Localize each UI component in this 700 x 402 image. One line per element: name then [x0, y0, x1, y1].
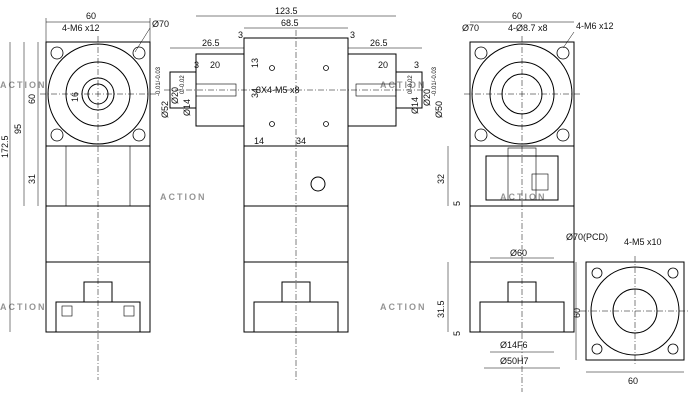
side-left-d20: Ø20 [170, 87, 180, 104]
side-height-34: 34 [250, 88, 260, 98]
side-left-d14-tol: 0/-0.02 [180, 75, 186, 94]
right-shaft: Ø14F6 [500, 340, 528, 350]
watermark-text: ACTION [160, 192, 207, 202]
right-pcd-tap: 4-M5 x10 [624, 237, 662, 247]
motor-flange-height: 60 [572, 308, 582, 318]
side-tap-hole [269, 121, 275, 127]
leader-line [562, 31, 575, 49]
side-right-3b: 3 [414, 60, 419, 70]
right-coupling [507, 281, 537, 303]
side-left-20: 20 [210, 60, 220, 70]
front-height-60: 60 [27, 94, 37, 104]
front-shaft-16: 16 [70, 92, 80, 102]
side-tap-hole [323, 65, 329, 71]
front-base-hole [123, 305, 135, 317]
side-span-68: 68.5 [281, 18, 299, 28]
right-circle-dia: Ø70 [462, 23, 479, 33]
front-bolt-hole [132, 128, 146, 142]
side-tap-hole [269, 65, 275, 71]
right-spigot: Ø50H7 [500, 356, 529, 366]
side-left-26: 26.5 [202, 38, 220, 48]
side-tap-spec: 3X4-M5 x8 [256, 85, 300, 95]
watermark-text: ACTION [0, 302, 47, 312]
watermark: ACTION ACTION ACTION ACTION ACTION ACTIO… [0, 80, 547, 312]
side-view: 123.5 68.5 3 3 26.5 26.5 3 20 20 3 13 34… [156, 6, 444, 380]
front-bolt-hole [50, 46, 64, 60]
right-pilot: Ø60 [510, 248, 527, 258]
side-left-d52-tol: -0.01/-0.03 [156, 66, 162, 96]
right-height-5b: 5 [452, 331, 462, 336]
front-bolt-hole [50, 128, 64, 142]
front-height-172: 172.5 [0, 135, 10, 158]
right-bolt-hole [556, 46, 570, 60]
side-right-d50: Ø50 [434, 101, 444, 118]
side-tap-hole [323, 121, 329, 127]
right-height-32: 32 [436, 174, 446, 184]
side-right-3: 3 [350, 30, 355, 40]
right-height-31: 31.5 [436, 300, 446, 318]
side-right-d50-tol: -0.01/-0.03 [432, 66, 438, 96]
side-right-d20: Ø20 [422, 89, 432, 106]
side-right-20: 20 [378, 60, 388, 70]
motor-flange-hole [667, 267, 679, 279]
right-bolt-hole [474, 46, 488, 60]
watermark-text: ACTION [0, 80, 47, 90]
side-right-d14-tol: 0/-0.02 [408, 75, 414, 94]
front-height-95: 95 [13, 124, 23, 134]
side-plug [310, 176, 326, 192]
right-top-width: 60 [512, 11, 522, 21]
front-circle-dia: Ø70 [152, 19, 169, 29]
front-bolt-hole [132, 46, 146, 60]
side-bottom-34: 34 [296, 136, 306, 146]
side-bottom-14: 14 [254, 136, 264, 146]
motor-flange-width: 60 [628, 376, 638, 386]
watermark-text: ACTION [380, 302, 427, 312]
front-view: 60 4-M6 x12 Ø70 60 95 172.5 16 31 [0, 11, 169, 380]
side-left-d14: Ø14 [182, 99, 192, 116]
front-base-hole [61, 305, 73, 317]
motor-flange-hole [591, 343, 603, 355]
front-bolt-spec: 4-M6 x12 [62, 23, 100, 33]
right-view: 60 Ø70 4-Ø8.7 x8 4-M6 x12 32 5 Ø70(PCD) … [436, 11, 690, 392]
watermark-text: ACTION [500, 192, 547, 202]
right-height-5: 5 [452, 201, 462, 206]
right-hole-spec: 4-Ø8.7 x8 [508, 23, 548, 33]
watermark-text: ACTION [380, 80, 427, 90]
right-pcd: Ø70(PCD) [566, 232, 608, 242]
side-overall: 123.5 [275, 6, 298, 16]
right-bolt-hole [556, 128, 570, 142]
side-height-13: 13 [250, 58, 260, 68]
right-plug [531, 173, 549, 191]
side-left-d52: Ø52 [160, 101, 170, 118]
front-top-width: 60 [86, 11, 96, 21]
right-tap-spec: 4-M6 x12 [576, 21, 614, 31]
front-coupling [83, 281, 113, 303]
side-right-26: 26.5 [370, 38, 388, 48]
side-left-3b: 3 [194, 60, 199, 70]
leader-line [134, 27, 151, 53]
side-left-3: 3 [238, 30, 243, 40]
front-height-31: 31 [27, 174, 37, 184]
side-right-d14: Ø14 [410, 97, 420, 114]
right-bolt-hole [474, 128, 488, 142]
motor-flange-hole [591, 267, 603, 279]
motor-flange-hole [667, 343, 679, 355]
